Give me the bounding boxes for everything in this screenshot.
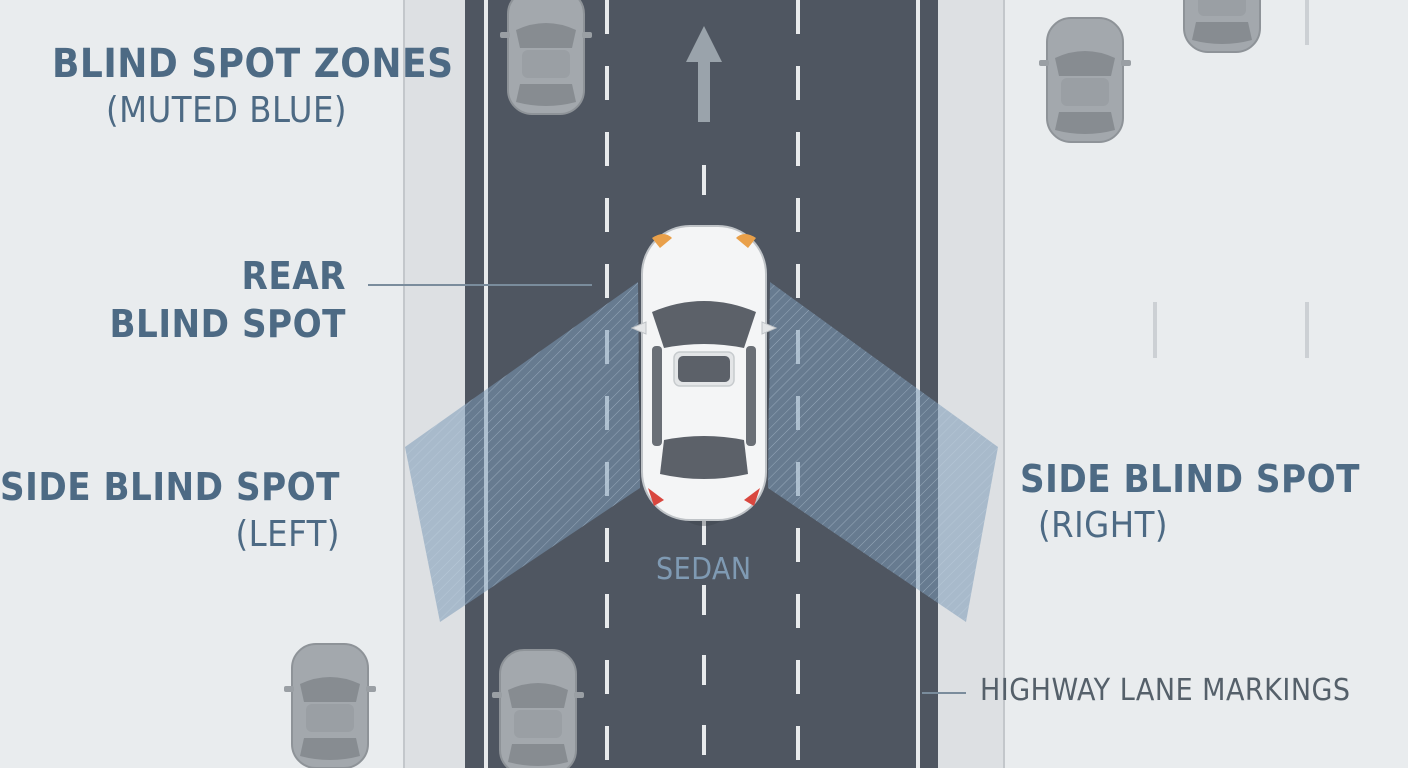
diagram-title: BLIND SPOT ZONES — [52, 41, 454, 87]
sedan-car — [630, 225, 778, 526]
blind-zone-left-hatch — [405, 282, 640, 622]
side-blind-spot-right-label: SIDE BLIND SPOT — [1020, 457, 1360, 501]
other-car — [499, 0, 593, 115]
sedan-label: SEDAN — [656, 552, 752, 587]
rear-blind-spot-line1: REAR — [241, 254, 346, 298]
other-car — [491, 649, 585, 768]
side-blind-spot-right-sub: (RIGHT) — [1038, 505, 1169, 546]
other-car — [1038, 17, 1132, 143]
other-car — [1175, 0, 1269, 53]
rear-blind-spot-label: REAR BLIND SPOT — [110, 252, 347, 348]
side-blind-spot-left-sub: (LEFT) — [235, 514, 340, 555]
side-blind-spot-left-label: SIDE BLIND SPOT — [0, 465, 340, 509]
left-shoulder — [403, 0, 465, 768]
right-shoulder — [938, 0, 1004, 768]
blind-zone-right-hatch — [768, 282, 998, 622]
direction-arrow-icon — [686, 26, 722, 122]
rear-blind-spot-line2: BLIND SPOT — [109, 302, 346, 346]
diagram-subtitle: (MUTED BLUE) — [106, 90, 348, 131]
lane-markings-label: HIGHWAY LANE MARKINGS — [980, 673, 1351, 708]
other-car — [283, 643, 377, 768]
